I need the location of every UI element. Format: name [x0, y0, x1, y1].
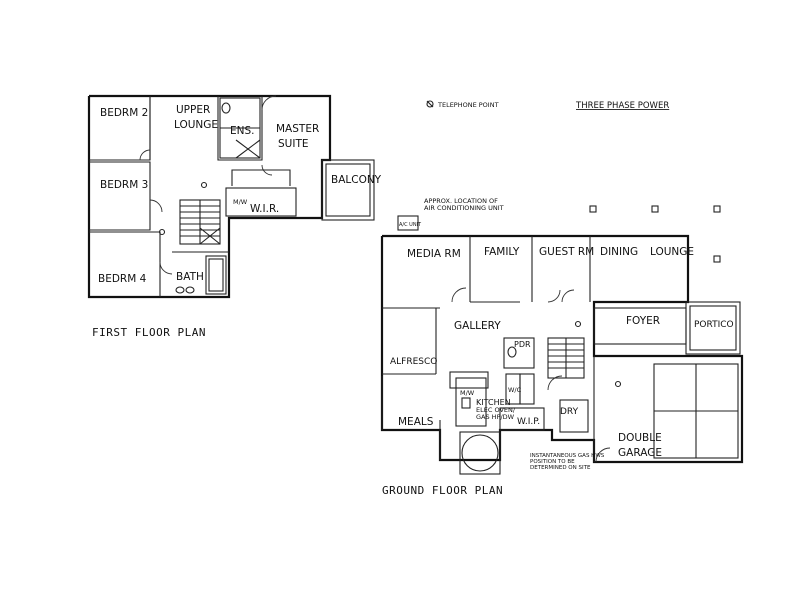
ground-floor-plan [380, 205, 744, 475]
gas-note-line1: INSTANTANEOUS GAS HWS [530, 453, 605, 459]
balcony-inner [325, 163, 371, 217]
room-label-master-line1: MASTER [276, 123, 319, 135]
three-phase-power-label: THREE PHASE POWER [575, 101, 669, 111]
room-label-wip: W.I.P. [517, 417, 540, 427]
room-label-portico: PORTICO [694, 320, 734, 330]
gas-note-line2: POSITION TO BE [530, 459, 575, 465]
first-floor-stairs [179, 199, 221, 245]
room-label-double-line2: GARAGE [618, 447, 662, 459]
room-label-upper-lounge-line2: LOUNGE [174, 119, 218, 131]
telephone-point-label: TELEPHONE POINT [437, 101, 499, 109]
balcony-outline [321, 159, 375, 221]
room-label-media: MEDIA RM [407, 248, 461, 260]
room-label-dry: DRY [560, 407, 579, 417]
gas-note-line3: DETERMINED ON SITE [530, 465, 591, 471]
ac-unit-label: A/C UNIT [399, 222, 422, 228]
room-label-mw-first: M/W [233, 198, 248, 206]
room-label-guest: GUEST RM [539, 246, 594, 258]
room-label-bedrm3: BEDRM 3 [100, 179, 148, 191]
room-label-family: FAMILY [484, 246, 520, 258]
wip-outline [499, 407, 545, 431]
room-label-dining: DINING [600, 246, 638, 258]
room-label-balcony: BALCONY [331, 174, 382, 186]
room-label-wir: W.I.R. [250, 203, 279, 215]
bedrm2-wall [89, 96, 151, 161]
room-label-ens: ENS. [230, 125, 255, 137]
room-label-upper-lounge-line1: UPPER [176, 104, 210, 116]
room-label-alfresco: ALFRESCO [390, 357, 437, 367]
room-label-bedrm4: BEDRM 4 [98, 273, 147, 285]
room-label-foyer: FOYER [626, 315, 660, 327]
room-label-pdr: PDR [514, 340, 531, 349]
powder-room-outline [503, 337, 535, 369]
room-label-bath: BATH [176, 271, 204, 283]
room-label-mw-ground: M/W [460, 389, 475, 397]
room-label-wc: W/C [508, 386, 522, 394]
room-label-gallery: GALLERY [454, 320, 501, 332]
room-label-kitchen: KITCHEN [476, 398, 511, 407]
ac-note-line1: APPROX. LOCATION OF [424, 197, 498, 205]
ground-floor-stairs [547, 337, 585, 391]
ac-note-line2: AIR CONDITIONING UNIT [424, 204, 504, 212]
room-label-bedrm2: BEDRM 2 [100, 107, 148, 119]
kitchen-note-line2: GAS HP/DW [476, 413, 515, 421]
telephone-point-legend [426, 100, 434, 108]
first-floor-plan-title: FIRST FLOOR PLAN [92, 326, 206, 339]
first-floor-plan [87, 94, 375, 299]
room-label-master-line2: SUITE [278, 138, 309, 150]
ground-floor-plan-title: GROUND FLOOR PLAN [382, 484, 503, 497]
room-label-lounge: LOUNGE [650, 246, 694, 258]
kitchen-note-line1: ELEC OVEN/ [476, 406, 516, 414]
room-label-double-line1: DOUBLE [618, 432, 662, 444]
wir-outline [225, 187, 297, 217]
room-label-meals: MEALS [398, 416, 434, 428]
